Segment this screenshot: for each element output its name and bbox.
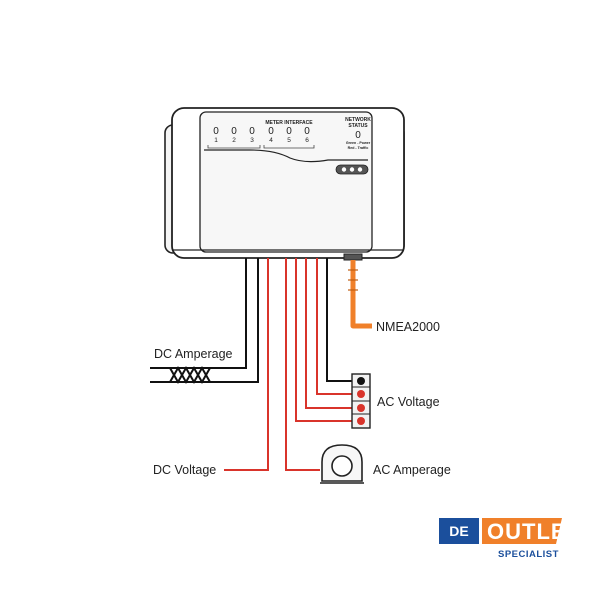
port-number-6: 6 bbox=[305, 137, 309, 144]
nmea2000-label: NMEA2000 bbox=[376, 320, 440, 334]
device-face bbox=[199, 111, 373, 253]
network-status-label-1: NETWORK bbox=[345, 117, 371, 123]
dc-amperage-wire-b bbox=[150, 258, 259, 383]
port-number-4: 4 bbox=[269, 137, 273, 144]
ac-amperage-wire bbox=[285, 258, 320, 471]
network-status-legend: Green - Power bbox=[346, 141, 371, 145]
ac-voltage-wire-3 bbox=[316, 258, 352, 395]
meter-interface-device: 0 0 0 0 0 0 1 2 3 4 5 6 METER INTERFACE … bbox=[164, 107, 405, 261]
logo-outlet-text: OUTLET bbox=[487, 519, 581, 544]
led-6: 0 bbox=[304, 126, 310, 137]
dc-voltage-label: DC Voltage bbox=[153, 463, 216, 477]
network-status-legend-2: Red - Traffic bbox=[348, 146, 369, 150]
wires bbox=[150, 258, 372, 471]
ac-voltage-terminal-block bbox=[351, 373, 371, 429]
de-outlet-specialist-logo: DE OUTLET SPECIALIST bbox=[439, 518, 581, 560]
port-number-1: 1 bbox=[214, 137, 218, 144]
port-number-2: 2 bbox=[232, 137, 236, 144]
network-status-label-2: STATUS bbox=[348, 123, 368, 129]
dc-amperage-label: DC Amperage bbox=[154, 347, 233, 361]
ac-voltage-label: AC Voltage bbox=[377, 395, 440, 409]
network-status-led: 0 bbox=[355, 130, 361, 141]
led-2: 0 bbox=[231, 126, 237, 137]
nmea-connector-icon bbox=[343, 253, 363, 261]
terminal-screw-icon bbox=[357, 377, 365, 385]
terminal-screw-icon bbox=[357, 404, 365, 412]
logo-outlet-block bbox=[482, 518, 562, 544]
led-3: 0 bbox=[249, 126, 255, 137]
logo-de-block bbox=[439, 518, 479, 544]
logo-specialist-text: SPECIALIST bbox=[498, 549, 559, 560]
ac-voltage-wire-1 bbox=[295, 258, 352, 422]
led-1: 0 bbox=[213, 126, 219, 137]
port-number-5: 5 bbox=[287, 137, 291, 144]
panel-curve bbox=[204, 149, 368, 163]
current-transformer-icon bbox=[320, 444, 364, 484]
ac-voltage-wire-neutral bbox=[326, 258, 352, 382]
ac-voltage-wire-2 bbox=[305, 258, 352, 409]
led-5: 0 bbox=[286, 126, 292, 137]
dc-voltage-wire bbox=[224, 258, 269, 471]
port-number-3: 3 bbox=[250, 137, 254, 144]
logo-de-text: DE bbox=[449, 523, 468, 539]
terminal-screw-icon bbox=[357, 417, 365, 425]
ac-amperage-label: AC Amperage bbox=[373, 463, 451, 477]
dc-amperage-wire-a bbox=[150, 258, 247, 369]
terminal-screw-icon bbox=[357, 390, 365, 398]
led-4: 0 bbox=[268, 126, 274, 137]
nmea-cable bbox=[350, 260, 372, 329]
meter-interface-label: METER INTERFACE bbox=[265, 120, 313, 126]
